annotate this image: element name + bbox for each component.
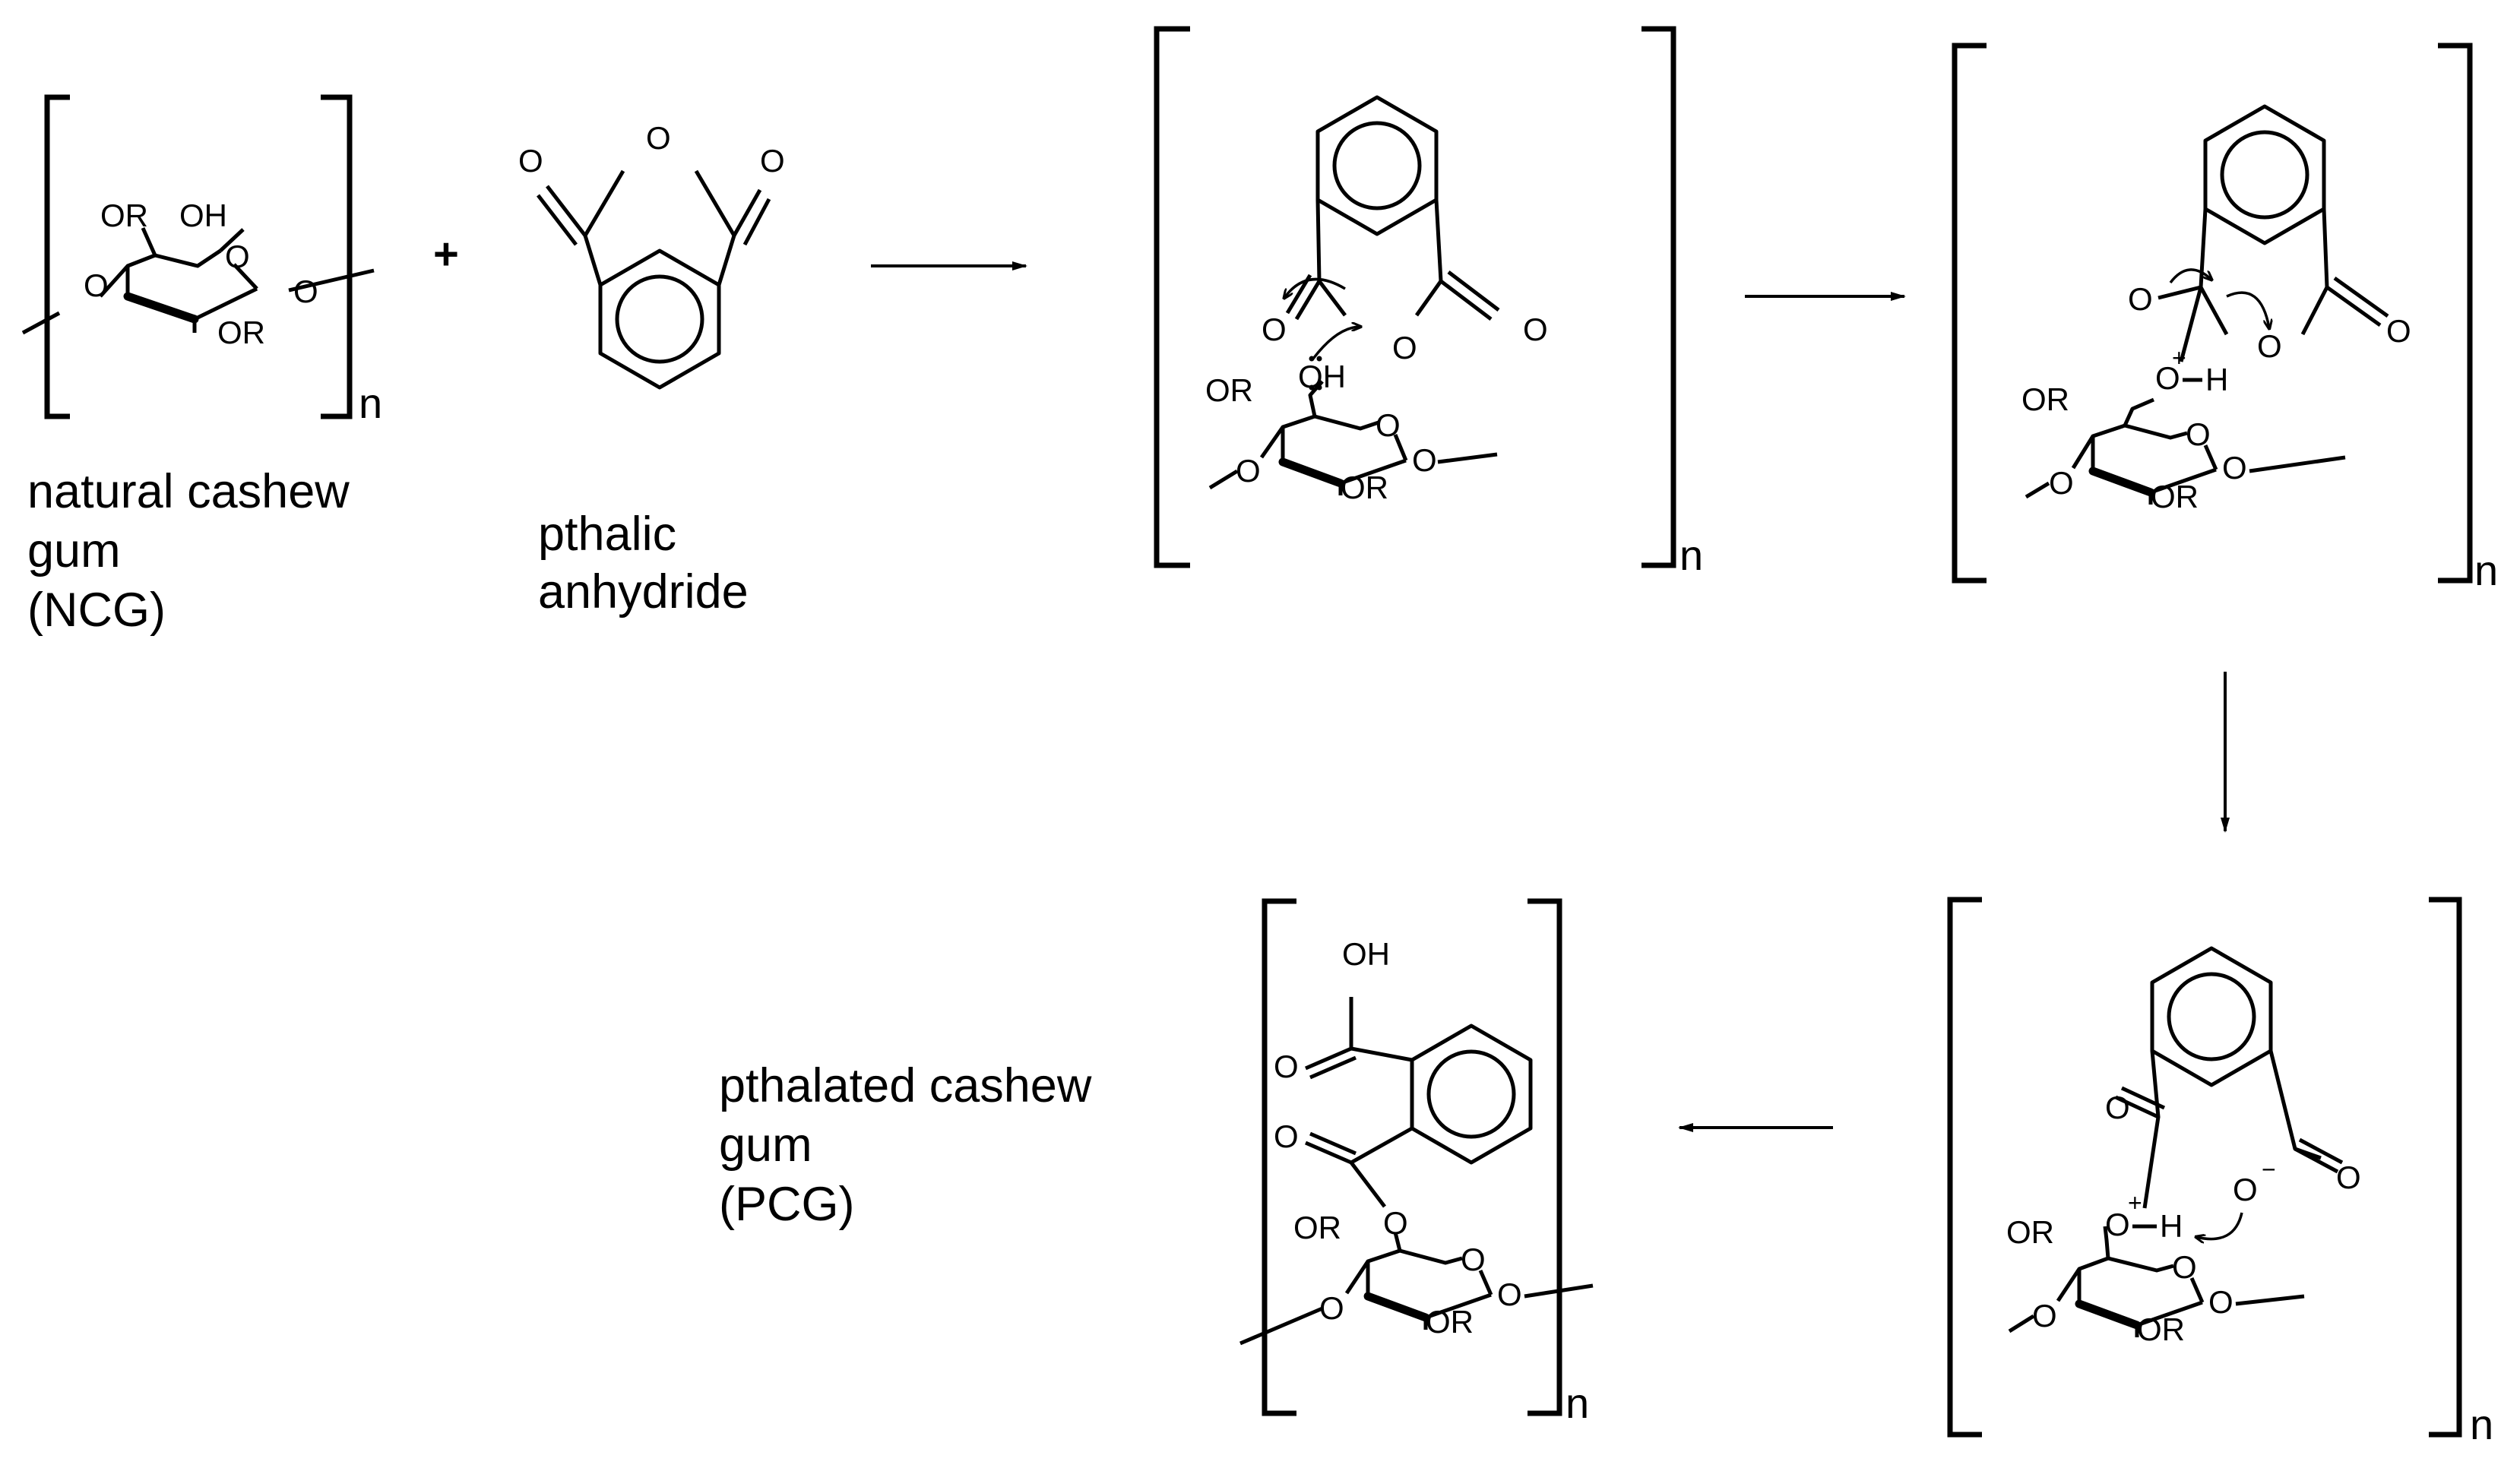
pa-o-left: O xyxy=(518,143,543,179)
int2-o-left: O xyxy=(2049,465,2074,501)
int1-bracket-right xyxy=(1641,26,1676,568)
ncg-or-top: OR xyxy=(100,198,148,233)
pcg-bracket-left xyxy=(1262,898,1296,1416)
pa-o-right: O xyxy=(760,143,785,179)
int2-oxonium-charge: + xyxy=(2172,344,2186,372)
int2-ring-o: O xyxy=(2186,416,2211,452)
int3-bracket-right xyxy=(2429,897,2462,1438)
plus-sign: + xyxy=(433,229,459,279)
int1-o-carbonyl-right: O xyxy=(1523,312,1548,347)
int2-bracket-right xyxy=(2438,43,2473,584)
pcg-label-line2: gum xyxy=(719,1118,812,1172)
int1-lone-pair-dot xyxy=(1309,356,1315,362)
int3-or-top: OR xyxy=(2006,1214,2054,1250)
int1-repeat-index: n xyxy=(1679,531,1703,579)
int2-curly-arrow-1 xyxy=(2169,268,2211,284)
pcg-label-line3: (PCG) xyxy=(719,1178,854,1231)
ncg-ring-o: O xyxy=(225,239,250,274)
pcg-oh: OH xyxy=(1342,936,1390,972)
intermediate-3: n O O − O O + H O OR O OR xyxy=(1947,897,2493,1448)
int3-o-carboxylate: O xyxy=(2233,1172,2258,1207)
pcg-bracket-right xyxy=(1528,898,1562,1416)
int2-curly-arrow-2 xyxy=(2226,291,2269,328)
pcg-o-right: O xyxy=(1497,1277,1522,1312)
int2-h: H xyxy=(2205,362,2228,397)
int1-o-carbonyl-left: O xyxy=(1262,312,1287,347)
ncg-label-line2: gum xyxy=(27,524,121,577)
ncg-sugar: O OR OH O OR O xyxy=(21,198,375,350)
pcg-sugar: O OR O OR O xyxy=(1239,1210,1594,1346)
ncg-bracket-right xyxy=(321,94,353,419)
pa-label-line2: anhydride xyxy=(538,565,749,619)
int3-o-carbonyl-right: O xyxy=(2336,1160,2361,1195)
int2-or-top: OR xyxy=(2021,381,2069,417)
int2-repeat-index: n xyxy=(2474,546,2498,594)
int3-or-bottom: OR xyxy=(2137,1311,2185,1347)
int1-o-left: O xyxy=(1236,453,1261,489)
pa-label-line1: pthalic xyxy=(538,508,676,561)
int1-lone-pair-dot xyxy=(1316,356,1322,362)
int3-o-right: O xyxy=(2208,1284,2233,1320)
int1-or-top: OR xyxy=(1205,372,1253,408)
int2-o-alkoxide: O xyxy=(2128,281,2153,317)
pa-o-bridge: O xyxy=(646,120,671,156)
int3-sugar: O OR O OR O xyxy=(2006,1214,2305,1347)
intermediate-1: n O O O O OR OH O xyxy=(1154,26,1703,579)
int3-carboxylate-charge: − xyxy=(2262,1156,2276,1183)
ncg-bracket-left xyxy=(44,94,70,419)
int2-or-bottom: OR xyxy=(2151,479,2199,514)
int1-oh: OH xyxy=(1298,359,1346,394)
pcg-structure: n OH O O O O OR O OR O pthalated cashew xyxy=(719,898,1594,1427)
int1-o-bridge: O xyxy=(1392,330,1417,365)
ncg-structure: n O OR OH O OR O natural cashew gum (NCG… xyxy=(21,94,382,637)
pcg-repeat-index: n xyxy=(1566,1379,1589,1427)
int2-o-right: O xyxy=(2222,450,2247,486)
int2-o-carbonyl: O xyxy=(2386,313,2411,349)
int1-curly-arrow-carbonyl xyxy=(1284,277,1346,299)
int1-ring-o: O xyxy=(1376,407,1401,443)
int3-h: H xyxy=(2160,1208,2183,1244)
ncg-repeat-index: n xyxy=(359,379,382,427)
ncg-oh: OH xyxy=(179,198,227,233)
pcg-o-acid-carbonyl: O xyxy=(1274,1049,1299,1084)
int2-o-bridge: O xyxy=(2257,328,2282,364)
pcg-or-bottom: OR xyxy=(1426,1304,1474,1340)
int2-o-oxonium: O xyxy=(2155,360,2180,396)
ncg-label-line1: natural cashew xyxy=(27,465,350,518)
int3-repeat-index: n xyxy=(2470,1400,2493,1448)
pcg-or-top: OR xyxy=(1293,1210,1341,1245)
pcg-ring-o: O xyxy=(1461,1242,1486,1277)
pcg-o-ester-carbonyl: O xyxy=(1274,1118,1299,1154)
int3-o-carbonyl-left: O xyxy=(2105,1090,2130,1125)
int3-bracket-left xyxy=(1947,897,1982,1438)
pcg-label-line1: pthalated cashew xyxy=(719,1059,1092,1112)
ncg-ring-o-left: O xyxy=(84,267,109,303)
phthalic-anhydride: O O O pthalic anhydride xyxy=(518,120,785,619)
int2-bracket-left xyxy=(1952,43,1987,584)
int1-bracket-left xyxy=(1154,26,1190,568)
ncg-or-bottom: OR xyxy=(217,315,265,350)
int2-sugar: O OR O OR O xyxy=(2021,381,2346,514)
ncg-o-right: O xyxy=(293,274,318,309)
int3-curly-arrow xyxy=(2196,1212,2243,1239)
ncg-label-line3: (NCG) xyxy=(27,584,166,637)
int3-ring-o: O xyxy=(2172,1249,2197,1285)
int3-o-oxonium: O xyxy=(2105,1207,2130,1242)
int1-or-bottom: OR xyxy=(1341,470,1388,505)
int1-o-right: O xyxy=(1412,442,1437,478)
int1-lone-pair-dot xyxy=(1309,384,1315,391)
pcg-o-left: O xyxy=(1319,1290,1344,1326)
int1-sugar: O OR OH O OR O xyxy=(1205,359,1498,505)
int3-o-left: O xyxy=(2032,1298,2057,1334)
int1-curly-arrow-attack xyxy=(1312,327,1360,360)
int3-oxonium-charge: + xyxy=(2128,1189,2142,1216)
intermediate-2: n O O O O + H O OR O OR xyxy=(1952,43,2498,594)
